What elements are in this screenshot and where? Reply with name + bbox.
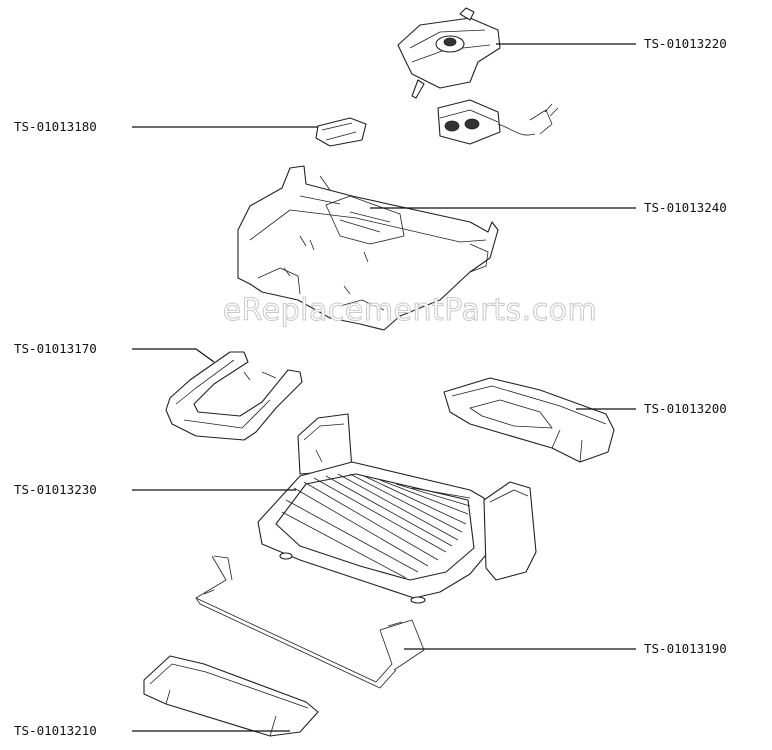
part-label-drip-tray-bottom[interactable]: TS-01013210 [14,723,97,738]
part-label-grill-base[interactable]: TS-01013230 [14,482,97,497]
handle-drawing[interactable] [165,351,303,441]
wire-stand-drawing[interactable] [195,555,425,689]
part-label-drip-tray-right[interactable]: TS-01013200 [644,401,727,416]
part-label-handle[interactable]: TS-01013170 [14,341,97,356]
part-label-wire-stand[interactable]: TS-01013190 [644,641,727,656]
top-housing-drawing[interactable] [237,165,499,331]
part-label-cord-assembly[interactable]: TS-01013220 [644,36,727,51]
part-labels: TS-01013220 TS-01013180 TS-01013240 TS-0… [14,36,727,738]
cord-assembly-drawing[interactable] [397,7,559,145]
watermark-text: eReplacementParts.com [223,293,598,328]
clip-drawing[interactable] [315,117,367,147]
part-label-top-housing[interactable]: TS-01013240 [644,200,727,215]
leader-lines [132,43,636,732]
part-label-clip[interactable]: TS-01013180 [14,119,97,134]
drip-tray-right-drawing[interactable] [443,377,615,463]
grill-base-drawing[interactable] [257,413,537,604]
drip-tray-bottom-drawing[interactable] [143,655,319,737]
